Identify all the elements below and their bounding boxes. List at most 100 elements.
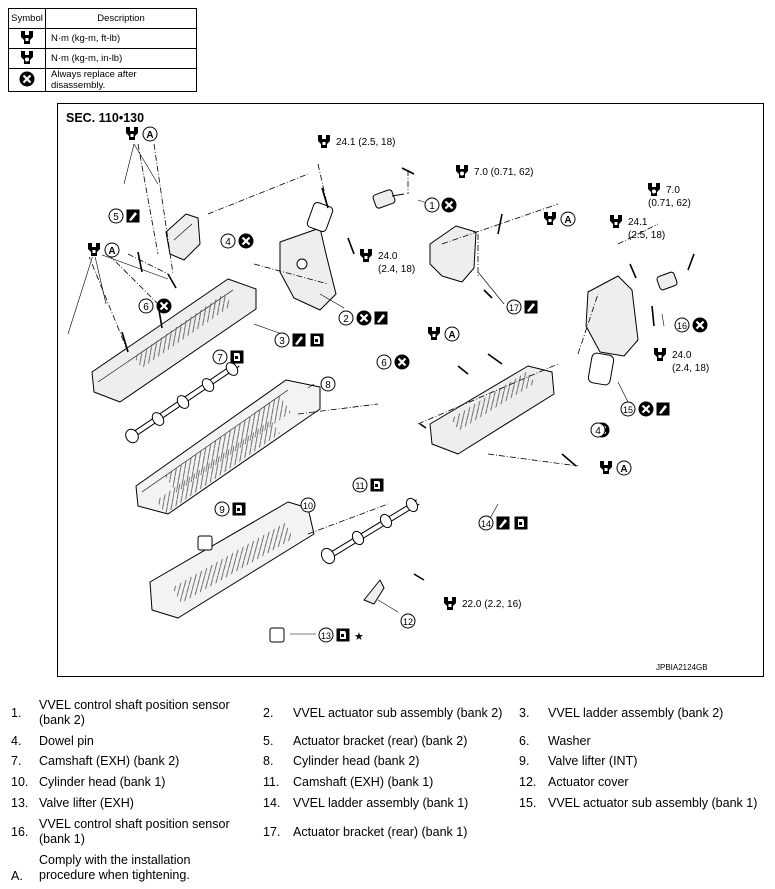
svg-text:1: 1 bbox=[429, 201, 435, 212]
vvel-actuator-sub-assembly-bank1 bbox=[585, 275, 639, 386]
always-replace-icon bbox=[356, 310, 372, 326]
always-replace-icon bbox=[692, 317, 708, 333]
legend-num: 8. bbox=[263, 754, 274, 768]
sealant-icon bbox=[292, 333, 306, 347]
svg-text:4: 4 bbox=[225, 237, 231, 248]
callout-17: 17 bbox=[506, 299, 522, 315]
callout-6: 6 bbox=[138, 298, 154, 314]
torque-3a: 24.0 bbox=[378, 251, 398, 262]
callout-11: 11 bbox=[352, 477, 368, 493]
torque-4a: 7.0 bbox=[666, 185, 680, 196]
callout-14: 14 bbox=[478, 515, 494, 531]
svg-text:15: 15 bbox=[623, 405, 633, 415]
callout-5: 5 bbox=[108, 208, 124, 224]
svg-text:9: 9 bbox=[219, 505, 225, 516]
torque-wrench-icon bbox=[8, 28, 46, 49]
legend-num: 12. bbox=[519, 775, 537, 789]
always-replace-icon bbox=[441, 197, 457, 213]
symbol-desc-2: N·m (kg-m, in-lb) bbox=[45, 48, 197, 69]
vvel-control-shaft-position-sensor-bank2 bbox=[372, 189, 405, 209]
legend-text: Camshaft (EXH) (bank 2) bbox=[39, 754, 180, 768]
always-replace-icon bbox=[156, 298, 172, 314]
legend-text: VVEL actuator sub assembly (bank 2) bbox=[293, 706, 503, 720]
svg-text:10: 10 bbox=[303, 501, 313, 511]
legend-text: Actuator bracket (rear) (bank 1) bbox=[293, 825, 468, 839]
legend-text: Cylinder head (bank 2) bbox=[293, 754, 420, 768]
callout-7: 7 bbox=[212, 349, 228, 365]
lubricate-icon bbox=[230, 350, 244, 364]
description-header: Description bbox=[45, 8, 197, 29]
legend-text: Dowel pin bbox=[39, 734, 94, 748]
cylinder-head-bank2 bbox=[135, 379, 321, 515]
legend-num: 5. bbox=[263, 734, 274, 748]
valve-lifter-exh bbox=[269, 627, 285, 643]
vvel-actuator-sub-assembly-bank2 bbox=[279, 201, 337, 311]
legend-text: VVEL ladder assembly (bank 2) bbox=[548, 706, 724, 720]
svg-text:16: 16 bbox=[677, 321, 687, 331]
camshaft-exh-bank2 bbox=[125, 361, 240, 444]
legend-text: Comply with the installation procedure w… bbox=[39, 853, 191, 882]
legend-text: Camshaft (EXH) (bank 1) bbox=[293, 775, 434, 789]
legend-num: 10. bbox=[11, 775, 29, 789]
legend-num: 1. bbox=[11, 706, 22, 720]
exploded-view-diagram: SEC. 110•130 JPBIA2124GB bbox=[57, 103, 764, 677]
torque-1: 24.1 (2.5, 18) bbox=[336, 137, 395, 148]
lubricate-icon bbox=[370, 478, 384, 492]
actuator-bracket-rear-bank1 bbox=[429, 225, 477, 283]
legend-num: 15. bbox=[519, 796, 537, 810]
sealant-icon bbox=[524, 300, 538, 314]
legend-num: 13. bbox=[11, 796, 29, 810]
legend-text: Actuator bracket (rear) (bank 2) bbox=[293, 734, 468, 748]
callout-leaders bbox=[67, 143, 665, 635]
vvel-control-shaft-position-sensor-bank1 bbox=[656, 271, 678, 291]
callout-8: 8 bbox=[320, 376, 336, 392]
svg-text:6: 6 bbox=[143, 302, 149, 313]
callout-12: 12 bbox=[400, 613, 416, 629]
legend-num: 6. bbox=[519, 734, 530, 748]
svg-text:3: 3 bbox=[279, 336, 285, 347]
torque-2: 7.0 (0.71, 62) bbox=[474, 167, 533, 178]
sealant-icon bbox=[374, 311, 388, 325]
section-title: SEC. 110•130 bbox=[66, 111, 144, 125]
sealant-icon bbox=[656, 402, 670, 416]
leader-lines bbox=[87, 143, 659, 535]
symbol-header: Symbol bbox=[8, 8, 46, 29]
svg-text:11: 11 bbox=[355, 481, 364, 491]
torque-specs: 24.1 (2.5, 18) 7.0 (0.71, 62) 24.0 (2.4,… bbox=[316, 134, 709, 611]
extra-callouts: 6 4 bbox=[376, 354, 606, 438]
torque-wrench-small-icon bbox=[8, 48, 46, 69]
svg-text:13: 13 bbox=[321, 631, 331, 641]
callout-4: 4 bbox=[220, 233, 236, 249]
torque-5b: (2.5, 18) bbox=[628, 230, 665, 241]
legend-num: 7. bbox=[11, 754, 22, 768]
vvel-ladder-bank1 bbox=[429, 365, 555, 455]
actuator-bracket-rear-bank2 bbox=[165, 213, 201, 261]
legend-text: VVEL ladder assembly (bank 1) bbox=[293, 796, 469, 810]
legend-num: A. bbox=[11, 869, 23, 883]
symbol-table: Symbol Description N·m (kg-m, ft-lb) N·m… bbox=[8, 8, 197, 92]
legend-num: 11. bbox=[263, 775, 280, 789]
svg-text:A: A bbox=[564, 215, 571, 226]
legend-num: 4. bbox=[11, 734, 22, 748]
torque-6b: (2.4, 18) bbox=[672, 363, 709, 374]
always-replace-icon bbox=[638, 401, 654, 417]
svg-text:12: 12 bbox=[403, 617, 413, 627]
torque-6a: 24.0 bbox=[672, 350, 692, 361]
legend-num: 17. bbox=[263, 825, 281, 839]
legend-text: Washer bbox=[548, 734, 591, 748]
symbol-desc-1: N·m (kg-m, ft-lb) bbox=[45, 28, 197, 49]
legend-text: VVEL actuator sub assembly (bank 1) bbox=[548, 796, 758, 810]
callout-9: 9 bbox=[214, 501, 230, 517]
legend-num: 3. bbox=[519, 706, 530, 720]
callout-1: 1 bbox=[424, 197, 440, 213]
callout-15: 15 bbox=[620, 401, 636, 417]
diagram-code: JPBIA2124GB bbox=[656, 663, 708, 672]
svg-text:A: A bbox=[108, 246, 115, 257]
svg-text:7: 7 bbox=[217, 353, 223, 364]
torque-4b: (0.71, 62) bbox=[648, 198, 691, 209]
callout-3: 3 bbox=[274, 332, 290, 348]
svg-text:4: 4 bbox=[595, 426, 601, 437]
symbol-desc-3: Always replace after disassembly. bbox=[45, 68, 197, 92]
always-replace-icon bbox=[238, 233, 254, 249]
legend-num: 9. bbox=[519, 754, 530, 768]
